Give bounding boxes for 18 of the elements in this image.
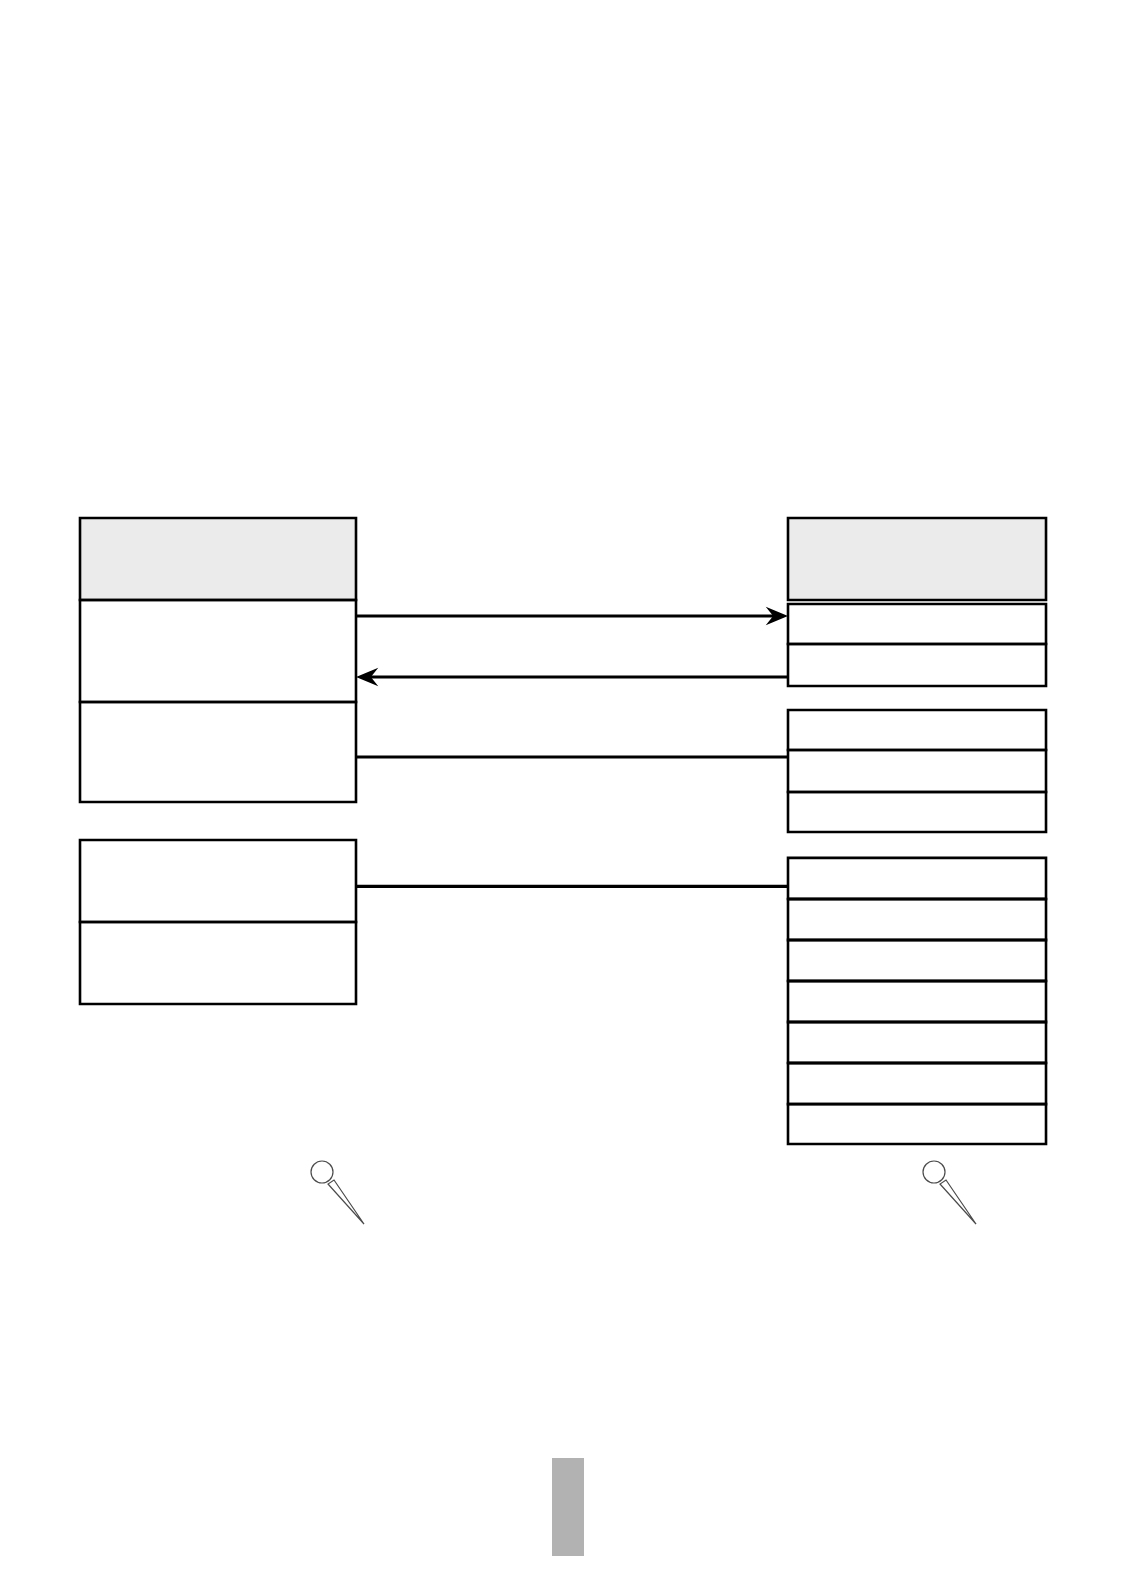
table-cell [786, 1020, 1048, 1065]
table-cell [786, 897, 1048, 942]
table-cell [786, 856, 1048, 901]
table-cell [786, 979, 1048, 1024]
table-cell [786, 1061, 1048, 1106]
table-cell [786, 642, 1048, 688]
table-cell [786, 516, 1048, 602]
table-cell [786, 790, 1048, 834]
table-cell [78, 516, 358, 602]
table-cell [78, 700, 358, 804]
table-cell [786, 748, 1048, 794]
table-cell [78, 598, 358, 704]
table-cell [786, 938, 1048, 983]
table-cell [786, 602, 1048, 646]
table-cell [786, 1102, 1048, 1146]
table-cell [786, 708, 1048, 752]
table-cell [78, 920, 358, 1006]
table-cell [78, 838, 358, 924]
